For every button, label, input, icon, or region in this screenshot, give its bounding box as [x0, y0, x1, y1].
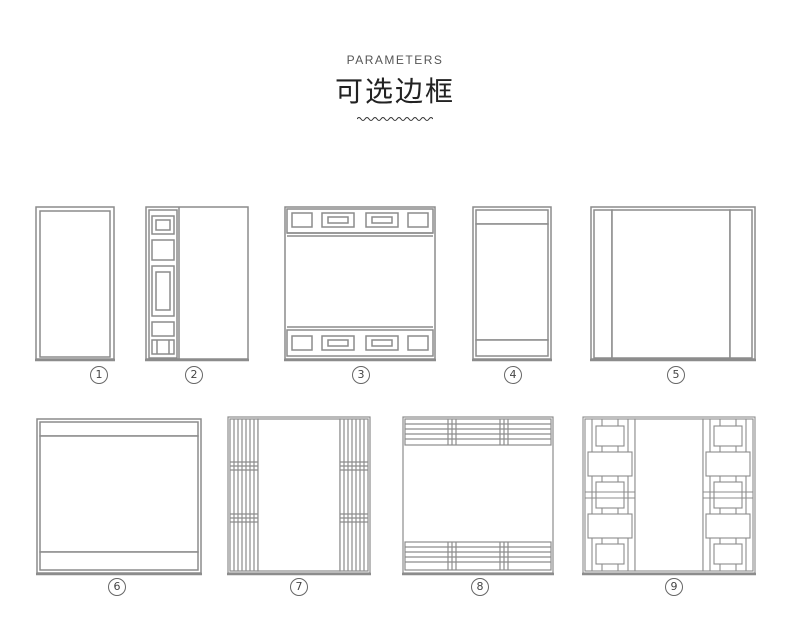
section-title: 可选边框: [334, 75, 455, 108]
section-header: PARAMETERS 可选边框: [0, 0, 790, 130]
frame-8-drawing: [402, 416, 554, 576]
frame-option-8[interactable]: [402, 416, 554, 576]
frame-7-drawing: [227, 416, 371, 576]
frame-option-7[interactable]: [227, 416, 371, 576]
frame-4-drawing: [472, 206, 552, 362]
frame-number-6: 6: [108, 578, 126, 596]
frame-number-4: 4: [504, 366, 522, 384]
frame-2-drawing: [145, 206, 249, 362]
frame-option-3[interactable]: [284, 206, 436, 362]
frame-6-drawing: [36, 418, 202, 576]
frame-number-5: 5: [667, 366, 685, 384]
section-eyebrow: PARAMETERS: [346, 53, 444, 67]
frame-option-6[interactable]: [36, 418, 202, 576]
frame-number-1: 1: [90, 366, 108, 384]
frame-number-2: 2: [185, 366, 203, 384]
frame-3-drawing: [284, 206, 436, 362]
frame-number-8: 8: [471, 578, 489, 596]
frame-9-drawing: [582, 416, 756, 576]
frame-number-9: 9: [665, 578, 683, 596]
frame-option-5[interactable]: [590, 206, 756, 362]
frame-option-1[interactable]: [35, 206, 115, 362]
frame-option-9[interactable]: [582, 416, 756, 576]
frame-number-3: 3: [352, 366, 370, 384]
frame-number-7: 7: [290, 578, 308, 596]
frame-1-drawing: [35, 206, 115, 362]
frame-5-drawing: [590, 206, 756, 362]
frame-option-2[interactable]: [145, 206, 249, 362]
frame-option-4[interactable]: [472, 206, 552, 362]
wavy-divider-icon: [357, 117, 433, 121]
